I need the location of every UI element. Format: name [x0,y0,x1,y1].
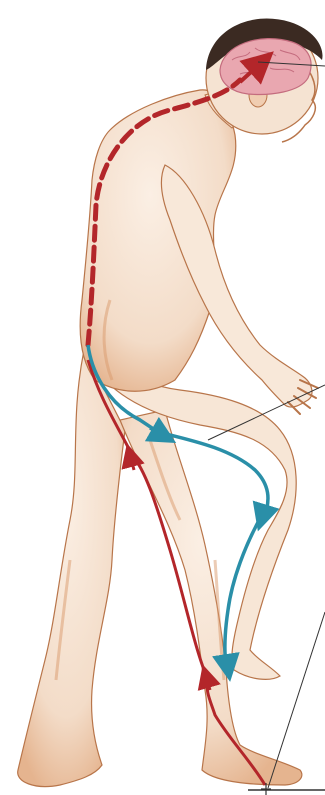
front-leg [120,410,302,785]
leader-line-foot [268,612,325,788]
human-figure [18,19,323,787]
motor-arrow-foot [226,655,228,668]
motor-arrow-knee [262,505,266,518]
back-leg [18,350,125,787]
